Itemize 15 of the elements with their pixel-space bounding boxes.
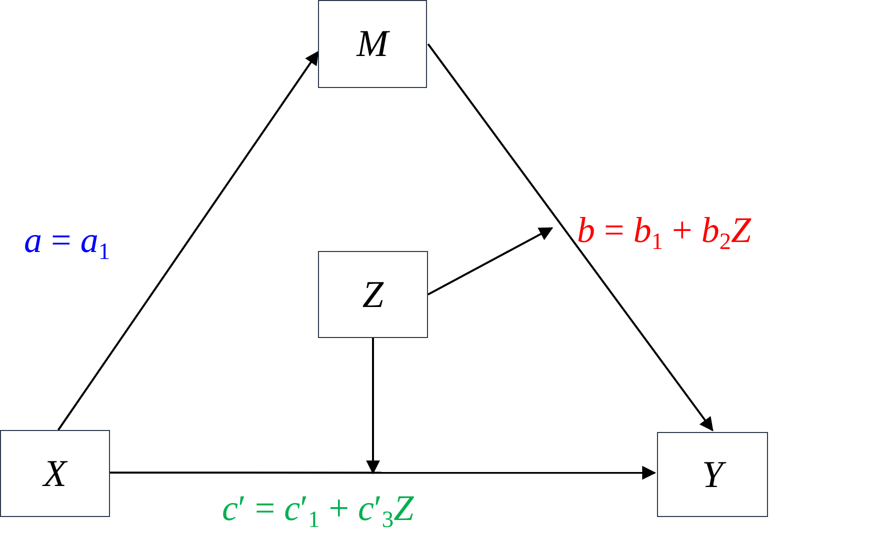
variable-box — [0, 430, 110, 517]
arrow — [110, 466, 656, 480]
arrow — [57, 50, 319, 431]
variable-box — [318, 0, 427, 88]
variable-label: Z — [362, 272, 384, 316]
edge-label: b = b$_{1}$ + b$_{2}$Z — [577, 212, 752, 254]
variable-label: X — [43, 452, 67, 496]
arrow — [428, 227, 554, 296]
variable-box — [318, 251, 428, 338]
arrow — [366, 338, 380, 474]
arrow — [427, 43, 714, 432]
variable-box — [657, 432, 768, 517]
edge-label: a = a$_{1}$ — [24, 222, 110, 264]
variable-label: M — [356, 22, 388, 66]
edge-label: c′ = c′$_{1}$ + c′$_{3}$Z — [222, 490, 414, 532]
